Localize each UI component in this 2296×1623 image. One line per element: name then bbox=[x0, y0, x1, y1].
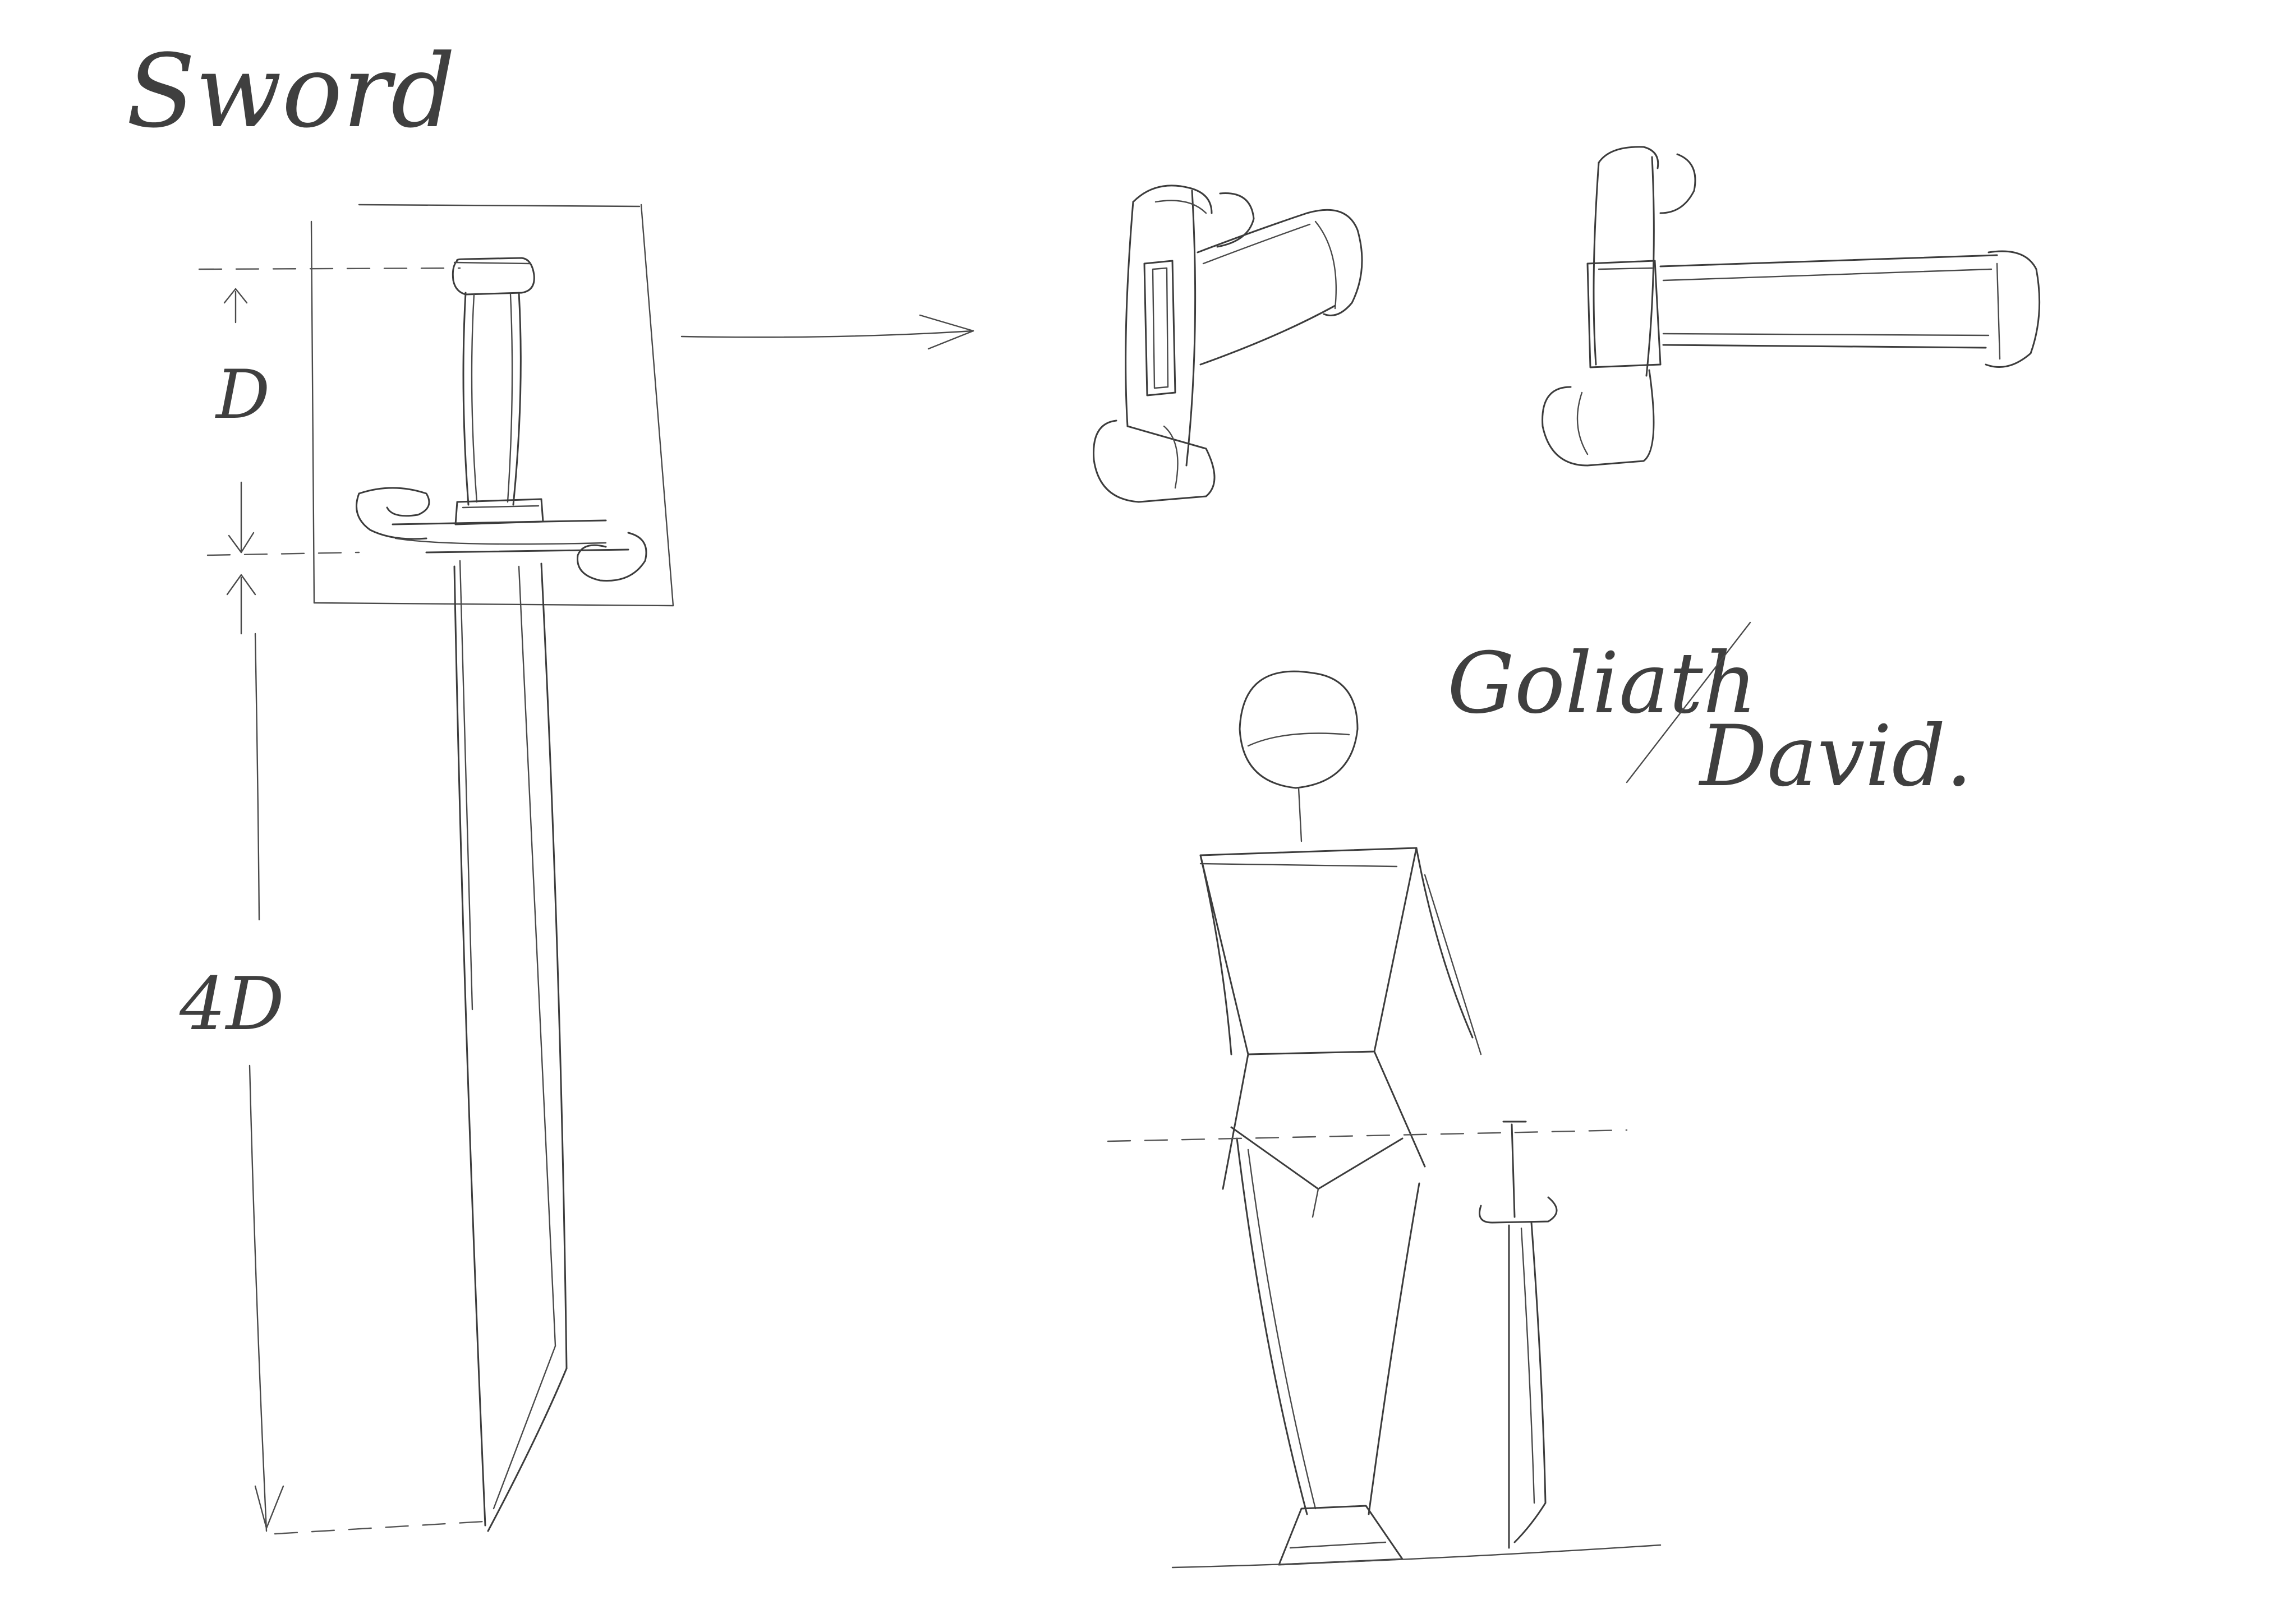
detail-arrow bbox=[682, 315, 973, 349]
hilt-perspective-tilted bbox=[1543, 147, 2040, 465]
figure-head bbox=[1240, 671, 1358, 788]
figure-torso bbox=[1200, 848, 1416, 1054]
small-sword-reference bbox=[1480, 1122, 1557, 1548]
sword-pommel bbox=[453, 258, 534, 294]
hilt-perspective-angled bbox=[1094, 186, 1363, 502]
david-label: David. bbox=[1698, 708, 1972, 805]
title-label: Sword bbox=[126, 33, 455, 150]
sword-crossguard bbox=[357, 488, 647, 581]
dimension-4d-label: 4D bbox=[179, 961, 284, 1046]
sword-side-view: D 4D bbox=[179, 205, 673, 1534]
dimension-d-label: D bbox=[215, 356, 270, 434]
standing-figure-with-sword bbox=[1108, 671, 1660, 1567]
hilt-detail-frame bbox=[311, 205, 673, 606]
dimension-guides bbox=[199, 268, 494, 1534]
ground-line bbox=[1172, 1545, 1660, 1567]
sword-blade bbox=[454, 561, 567, 1531]
sword-grip bbox=[463, 293, 521, 505]
